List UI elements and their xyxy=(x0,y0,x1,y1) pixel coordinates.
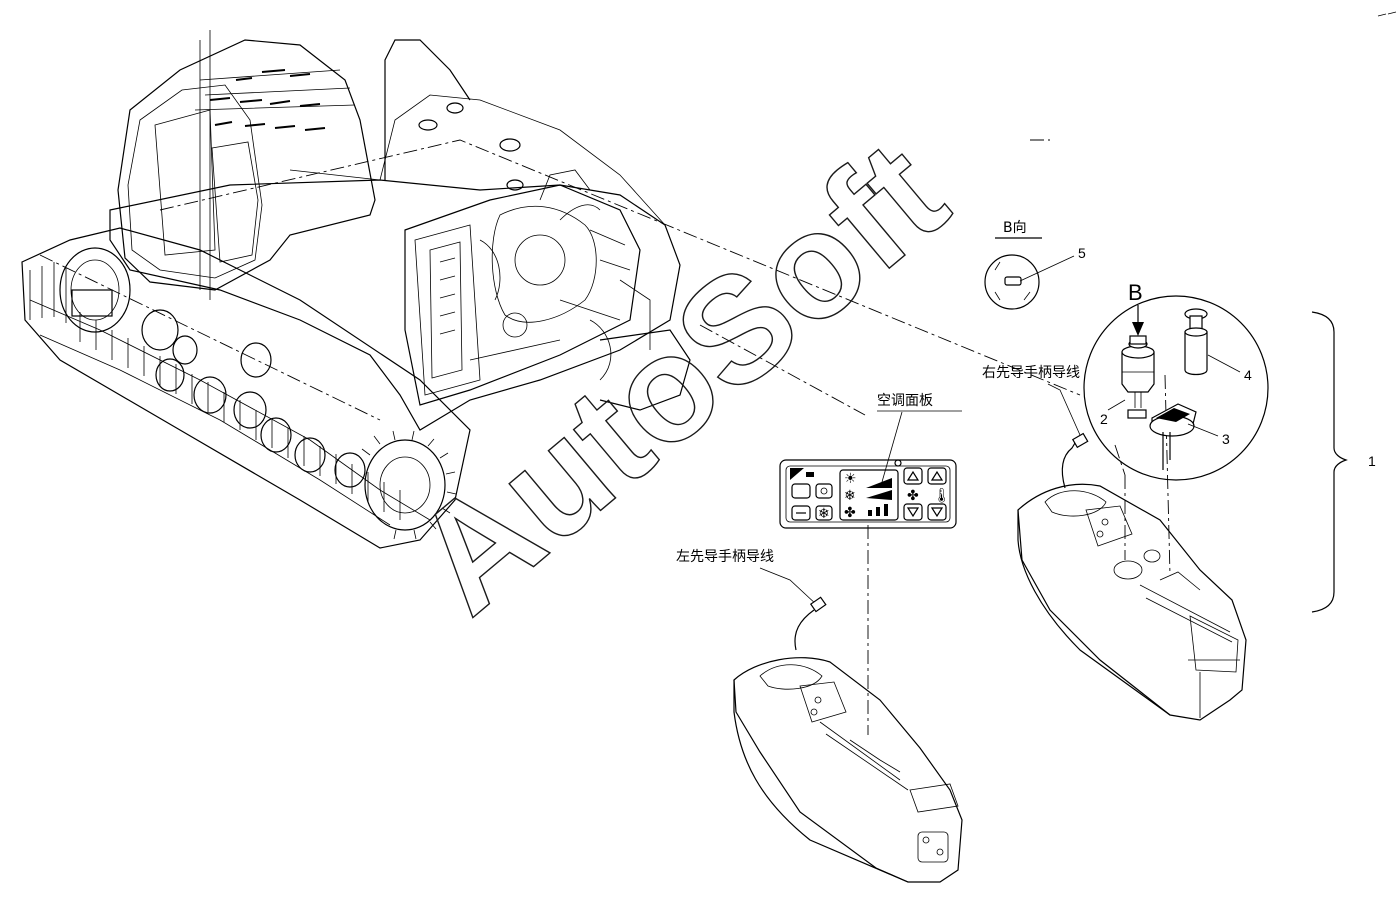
view-b-detail: B向 5 xyxy=(984,220,1086,310)
corner-mark xyxy=(1377,11,1397,17)
sun-mode-button xyxy=(815,483,833,499)
up-button-1 xyxy=(903,467,923,485)
defrost-button xyxy=(791,483,811,499)
engine-compartment xyxy=(404,169,651,406)
view-b-label: B向 xyxy=(1003,220,1027,236)
svg-text:❄: ❄ xyxy=(844,488,856,504)
down-button-2 xyxy=(927,503,947,521)
callout-5: 5 xyxy=(1078,245,1086,261)
excavator-drawing xyxy=(21,30,691,549)
leader-lines xyxy=(39,139,1171,735)
right-control-console: 右先导手柄导线 xyxy=(982,365,1247,721)
svg-text:✤: ✤ xyxy=(844,505,856,521)
svg-text:❄: ❄ xyxy=(818,506,830,522)
cab xyxy=(117,30,376,300)
callout-3: 3 xyxy=(1222,431,1230,447)
arrow-b-label: B xyxy=(1128,280,1143,305)
ignition-switch-part-2 xyxy=(1121,335,1155,419)
up-button-2 xyxy=(927,467,947,485)
track-cleats xyxy=(29,262,401,520)
right-pilot-harness-label: 右先导手柄导线 xyxy=(982,365,1080,381)
left-pilot-harness-label: 左先导手柄导线 xyxy=(676,549,774,565)
svg-text:🌡: 🌡 xyxy=(933,488,951,504)
track-rollers xyxy=(71,289,366,488)
minus-button xyxy=(791,505,811,521)
ac-panel-label: 空调面板 xyxy=(877,393,933,409)
ac-display xyxy=(839,469,899,521)
callout-1: 1 xyxy=(1368,453,1376,469)
assembly-bracket: 1 xyxy=(1311,311,1376,613)
ac-control-panel: 空调面板 ❄ ☀ ❄ ✤ ✤ 🌡 xyxy=(779,393,962,529)
plug-part-4 xyxy=(1184,308,1208,376)
callout-2: 2 xyxy=(1100,411,1108,427)
callout-4: 4 xyxy=(1244,367,1252,383)
left-control-console: 左先导手柄导线 xyxy=(676,549,963,883)
detail-circle xyxy=(1083,295,1269,481)
switch-detail-group: B 2 3 4 xyxy=(1083,280,1269,481)
fan-button xyxy=(815,505,833,521)
down-button-1 xyxy=(903,503,923,521)
svg-text:☀: ☀ xyxy=(844,471,857,487)
svg-text:✤: ✤ xyxy=(907,488,919,504)
ignition-switch-face xyxy=(984,254,1040,310)
key-part-3 xyxy=(1149,403,1197,470)
